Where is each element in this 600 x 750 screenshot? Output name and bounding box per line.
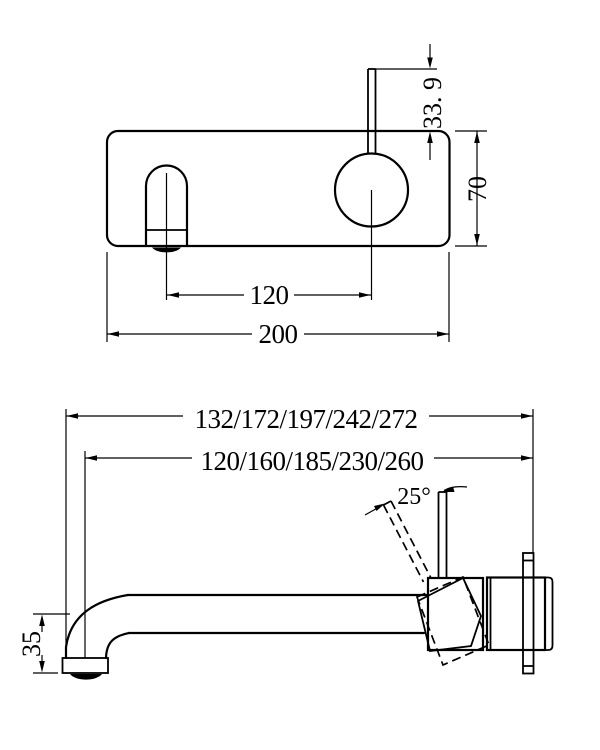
dim-handle-angle-label: 25° bbox=[397, 484, 431, 510]
arrowhead bbox=[474, 234, 480, 246]
handle-base-tilted-hidden bbox=[415, 575, 491, 667]
inwall-body bbox=[485, 576, 554, 652]
dim-handle-above-plate-label: 33. 9 bbox=[418, 77, 447, 129]
top-view: 33. 9 70 120 200 bbox=[105, 44, 492, 349]
dim-plate-height: 70 bbox=[455, 130, 492, 247]
dim-outlet-drop: 35 bbox=[17, 613, 70, 674]
arrowhead bbox=[521, 413, 533, 419]
arrowhead bbox=[427, 57, 433, 69]
dim-hole-spacing-label: 120 bbox=[250, 280, 289, 310]
dim-outlet-drop-label: 35 bbox=[17, 631, 46, 657]
arrowhead bbox=[167, 292, 179, 298]
wall-plate-outline bbox=[105, 129, 451, 248]
dim-plate-width: 200 bbox=[106, 252, 450, 349]
arrowhead bbox=[39, 661, 45, 673]
inwall-body-cap bbox=[545, 576, 554, 651]
spout-front-outline bbox=[144, 164, 189, 248]
spout-side-outline bbox=[61, 593, 430, 680]
arrowhead bbox=[39, 614, 45, 626]
handle-stem-front bbox=[367, 68, 377, 155]
dim-overall-length: 132/172/197/242/272 bbox=[65, 404, 534, 648]
dim-hole-spacing: 120 bbox=[167, 280, 371, 310]
arrowhead bbox=[474, 131, 480, 143]
dim-plate-width-label: 200 bbox=[259, 319, 298, 349]
valve-housing bbox=[426, 576, 485, 652]
arrowhead bbox=[437, 331, 449, 337]
arrowhead bbox=[107, 331, 119, 337]
dim-spout-reach-label: 120/160/185/230/260 bbox=[200, 446, 423, 476]
arrowhead bbox=[441, 486, 455, 492]
dim-spout-reach: 120/160/185/230/260 bbox=[84, 446, 533, 658]
arrowhead bbox=[521, 455, 533, 461]
bottom-view: 132/172/197/242/272 120/160/185/230/260 bbox=[17, 404, 554, 680]
arrowhead bbox=[359, 292, 371, 298]
handle-lever-tilted bbox=[382, 500, 432, 583]
dim-plate-height-label: 70 bbox=[463, 176, 492, 202]
wall-flange-side bbox=[522, 552, 535, 675]
valve-cartridge-tilted bbox=[416, 576, 482, 652]
handle-lever-vertical bbox=[437, 491, 448, 578]
dim-handle-above-plate: 33. 9 bbox=[375, 44, 447, 160]
aerator-outlet bbox=[70, 674, 102, 680]
arrowhead bbox=[85, 455, 97, 461]
arrowhead bbox=[427, 131, 433, 143]
arrowhead bbox=[374, 503, 385, 511]
dim-handle-angle: 25° bbox=[364, 484, 468, 516]
dim-overall-length-label: 132/172/197/242/272 bbox=[194, 404, 417, 434]
arrowhead bbox=[66, 413, 78, 419]
outlet-flange bbox=[61, 657, 109, 674]
